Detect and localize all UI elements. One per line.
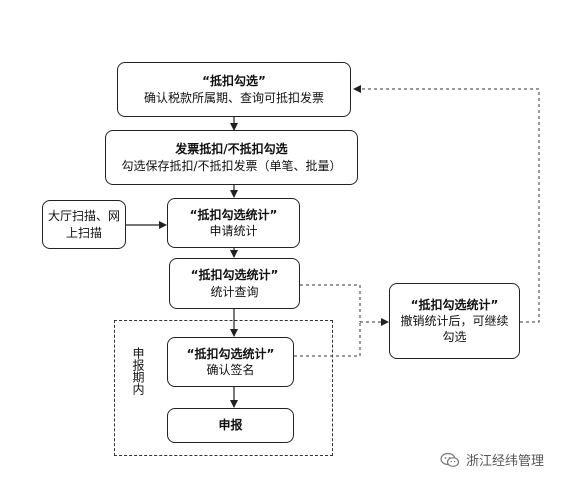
watermark: 浙江经纬管理	[440, 450, 544, 469]
box-select-title: “抵扣勾选”	[202, 74, 266, 89]
box-declare-title: 申报	[218, 418, 243, 433]
declaration-period-region	[114, 320, 333, 456]
box-confirm-subtitle: 确认签名	[206, 363, 255, 377]
dashed-confirm-to-revoke	[294, 322, 361, 357]
box-apply-subtitle: 申请统计	[209, 224, 258, 238]
box-revoke-subtitle: 撤销统计后，可继续勾选	[400, 313, 509, 345]
box-select-subtitle: 确认税款所属期、查询可抵扣发票	[143, 90, 324, 105]
dashed-query-to-revoke	[300, 284, 361, 322]
box-confirm-title: “抵扣勾选统计”	[186, 346, 275, 361]
box-invoice: 发票抵扣/不抵扣勾选 勾选保存抵扣/不抵扣发票（单笔、批量）	[105, 130, 358, 185]
box-revoke-title: “抵扣勾选统计”	[410, 297, 499, 312]
box-query-subtitle: 统计查询	[210, 284, 259, 299]
box-scan-text: 大厅扫描、网上扫描	[48, 209, 121, 240]
box-declare: 申报	[167, 408, 294, 443]
box-scan: 大厅扫描、网上扫描	[42, 200, 126, 249]
box-query-title: “抵扣勾选统计”	[190, 268, 279, 283]
box-query: “抵扣勾选统计” 统计查询	[169, 258, 300, 309]
dashed-revoke-back-to-select	[353, 85, 540, 323]
box-invoice-subtitle: 勾选保存抵扣/不抵扣发票（单笔、批量）	[121, 158, 342, 173]
box-apply-title: “抵扣勾选统计”	[189, 207, 278, 222]
box-revoke: “抵扣勾选统计” 撤销统计后，可继续勾选	[389, 283, 520, 359]
wechat-icon	[440, 452, 460, 467]
watermark-text: 浙江经纬管理	[466, 454, 545, 469]
box-invoice-title: 发票抵扣/不抵扣勾选	[175, 142, 288, 157]
box-select: “抵扣勾选” 确认税款所属期、查询可抵扣发票	[117, 62, 351, 117]
declaration-period-label: 申报期内	[131, 347, 145, 395]
box-confirm: “抵扣勾选统计” 确认签名	[167, 337, 294, 387]
box-apply: “抵扣勾选统计” 申请统计	[167, 198, 300, 248]
